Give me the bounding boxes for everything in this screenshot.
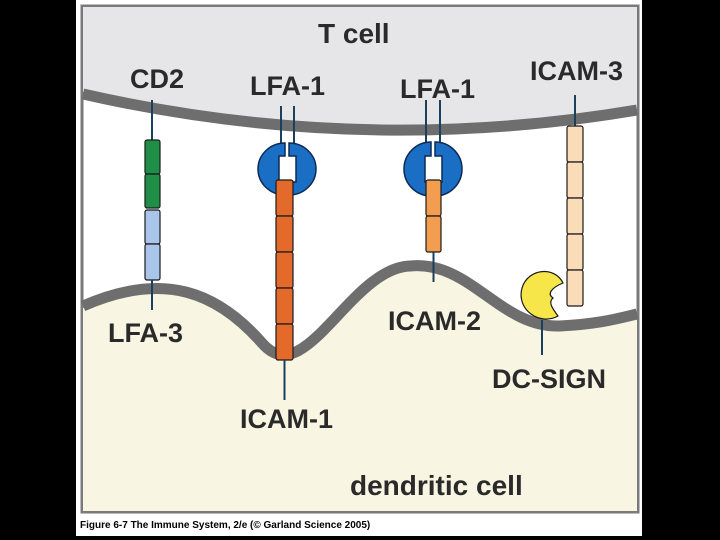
lfa3-label: LFA-3 — [108, 318, 183, 348]
cd2-domain-1 — [144, 139, 161, 175]
icam1-domain-3 — [275, 251, 294, 289]
icam3-domain-1 — [566, 125, 584, 163]
lfa1-left-label: LFA-1 — [250, 71, 325, 101]
icam3-domain-3 — [566, 197, 584, 235]
t-cell-membrane — [81, 88, 638, 136]
t-cell-label: T cell — [318, 18, 390, 49]
dendritic-cell-region — [83, 267, 637, 511]
icam3-domain-5 — [566, 269, 584, 307]
dendritic-cell-label: dendritic cell — [350, 470, 523, 501]
icam3-domain-4 — [566, 233, 584, 271]
t-cell-region — [83, 7, 637, 129]
icam1-domain-1 — [275, 179, 294, 217]
icam2-domain-1 — [425, 179, 442, 217]
figure-caption: Figure 6-7 The Immune System, 2/e (© Gar… — [80, 520, 371, 531]
icam3-label: ICAM-3 — [530, 56, 623, 86]
dcsign-label: DC-SIGN — [492, 364, 606, 394]
icam1-domain-4 — [275, 287, 294, 325]
icam1-label: ICAM-1 — [240, 404, 333, 434]
icam2-domain-2 — [425, 215, 442, 253]
lfa1-right-label: LFA-1 — [400, 74, 475, 104]
cd2-label: CD2 — [130, 64, 184, 94]
icam2-label: ICAM-2 — [388, 306, 481, 336]
dcsign-lectin-domain — [520, 270, 564, 320]
lfa3-domain-2 — [144, 243, 161, 281]
caption-background — [76, 516, 642, 536]
diagram-frame — [80, 4, 640, 514]
dendritic-cell-membrane — [80, 260, 639, 361]
icam1-domain-2 — [275, 215, 294, 253]
icam1-domain-5 — [275, 323, 294, 361]
lfa3-domain-1 — [144, 209, 161, 245]
icam3-domain-2 — [566, 161, 584, 199]
cd2-domain-2 — [144, 173, 161, 209]
